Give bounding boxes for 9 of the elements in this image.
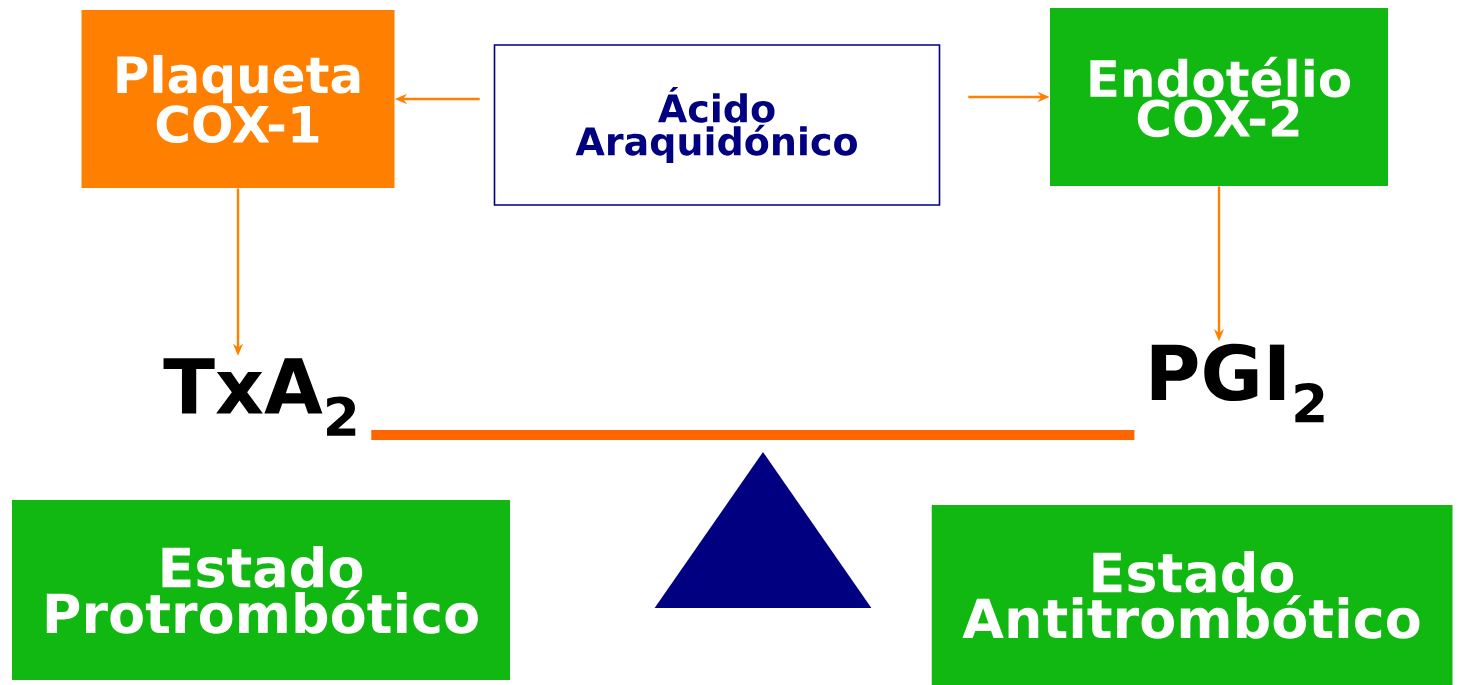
process-box: Ácido Araquidónico [493,44,941,206]
process-box: Estado Protrombótico [12,500,510,680]
balance-beam [371,430,1135,440]
node-label: PGI$_{2}$ [1151,343,1324,423]
fulcrum-triangle [654,452,872,608]
process-box: Endotélio COX-2 [1050,8,1388,186]
process-box: Estado Antitrombótico [931,505,1453,685]
process-box: Plaqueta COX-1 [81,10,395,188]
node-label: TxA$_{2}$ [163,358,356,436]
